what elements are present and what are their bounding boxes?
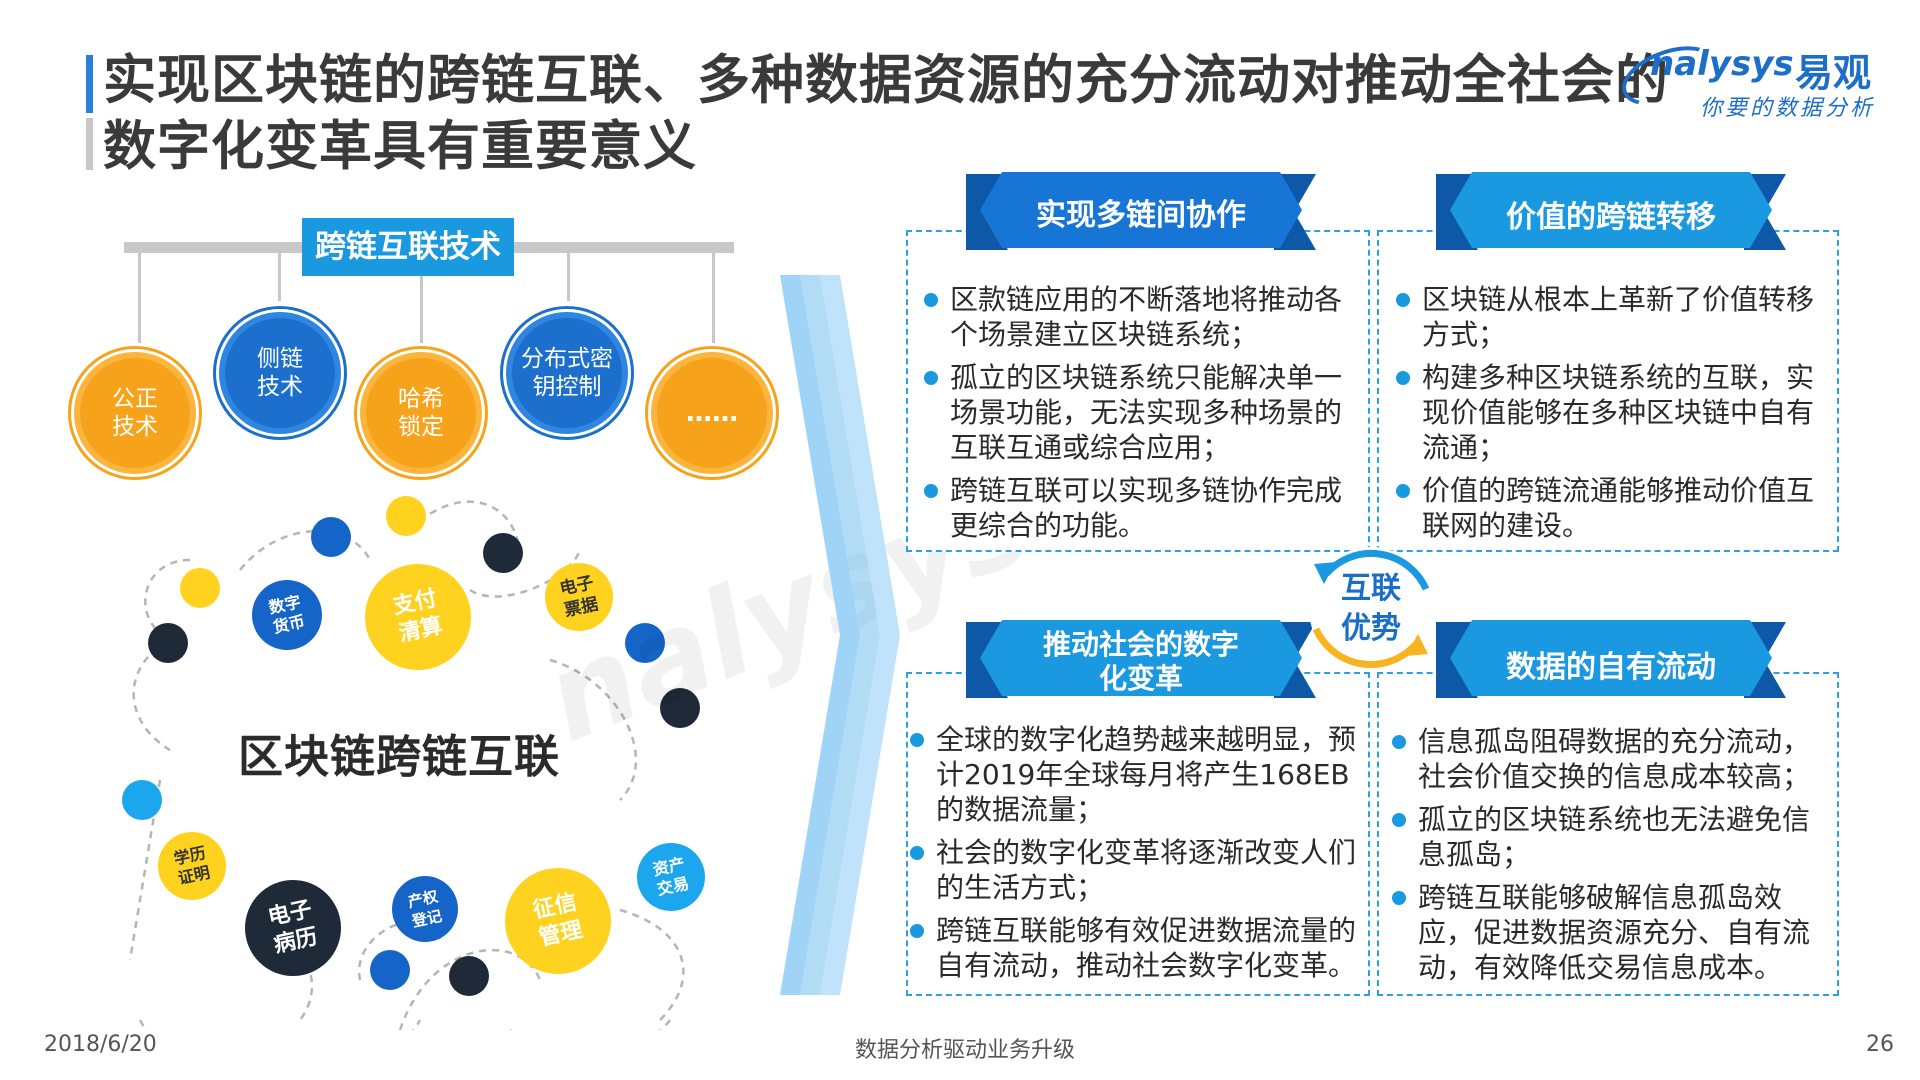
node-label: 支付清算: [390, 586, 445, 648]
node-label: 学历证明: [172, 843, 212, 888]
tech-badge-label: 分布式密钥控制: [521, 346, 613, 400]
panel-value-transfer: [1377, 230, 1839, 552]
node-label: 产权登记: [406, 887, 444, 931]
list-item: 跨链互联能够有效促进数据流量的自有流动，推动社会数字化变革。: [910, 913, 1360, 983]
tech-badge-hashlock: 哈希锁定: [366, 358, 476, 468]
panel-data-flow: [1377, 672, 1839, 996]
list-item: 孤立的区块链系统只能解决单一场景功能，无法实现多种场景的互联互通或综合应用；: [924, 360, 1350, 465]
list-item: 构建多种区块链系统的互联，实现价值能够在多种区块链中自有流通；: [1396, 360, 1820, 465]
ring-text-line: 优势: [1341, 611, 1401, 646]
interconnection-advantage-label: 互联 优势: [1321, 569, 1421, 649]
panel-list-value-transfer: 区块链从根本上革新了价值转移方式； 构建多种区块链系统的互联，实现价值能够在多种…: [1396, 282, 1820, 551]
network-node-dot: [449, 956, 489, 996]
cycle-arrows-icon: [1309, 547, 1433, 671]
page-title-line1: 实现区块链的跨链互联、多种数据资源的充分流动对推动全社会的: [103, 50, 1669, 111]
tech-badge-sidechain: 侧链技术: [225, 318, 335, 428]
node-label: 资产交易: [651, 854, 691, 899]
ribbon-shape: [1436, 172, 1786, 250]
logo-english: nalysys: [1650, 44, 1794, 84]
network-node-dot: [148, 623, 188, 663]
ribbon-shape: [1436, 620, 1786, 698]
panel-list-digital-transformation: 全球的数字化趋势越来越明显，预计2019年全球每月将产生168EB的数据流量； …: [910, 722, 1360, 991]
network-node-dot: [370, 950, 410, 990]
panel-title-line: 推动社会的数字: [1042, 628, 1239, 661]
title-accent-bar-lower: [86, 118, 93, 170]
list-item: 跨链互联可以实现多链协作完成更综合的功能。: [924, 473, 1350, 543]
network-node-dot: [660, 688, 700, 728]
list-item: 社会的数字化变革将逐渐改变人们的生活方式；: [910, 835, 1360, 905]
ribbon-shape: [966, 620, 1316, 698]
logo-chinese: 易观: [1795, 51, 1872, 95]
network-node-dot: [483, 533, 523, 573]
page-number: 26: [1866, 1032, 1894, 1057]
tech-badge-label: 公正技术: [112, 386, 158, 440]
panel-title-value-transfer: 价值的跨链转移: [1506, 200, 1716, 235]
list-item: 信息孤岛阻碍数据的充分流动，社会价值交换的信息成本较高；: [1392, 724, 1822, 794]
title-accent-bar: [86, 55, 93, 113]
panel-title-multichain: 实现多链间协作: [1036, 198, 1246, 233]
blockchain-cross-chain-label: 区块链跨链互联: [238, 730, 561, 783]
list-item: 全球的数字化趋势越来越明显，预计2019年全球每月将产生168EB的数据流量；: [910, 722, 1360, 827]
ring-text-line: 互联: [1341, 571, 1401, 606]
list-item: 区块链从根本上革新了价值转移方式；: [1396, 282, 1820, 352]
list-item: 跨链互联能够破解信息孤岛效应，促进数据资源充分、自有流动，有效降低交易信息成本。: [1392, 880, 1822, 985]
network-node-dot: [180, 568, 220, 608]
tech-badge-label: ……: [686, 398, 738, 428]
list-item: 价值的跨链流通能够推动价值互联网的建设。: [1396, 473, 1820, 543]
tech-badge-distributed-key: 分布式密钥控制: [512, 318, 622, 428]
list-item: 区款链应用的不断落地将推动各个场景建立区块链系统；: [924, 282, 1350, 352]
page-title: 实现区块链的跨链互联、多种数据资源的充分流动对推动全社会的 数字化变革具有重要意…: [103, 48, 1669, 180]
hang-line: [567, 253, 570, 301]
tech-badge-label: 哈希锁定: [398, 386, 444, 440]
hang-line: [138, 253, 141, 343]
hang-line: [712, 253, 715, 343]
network-node-dot: [311, 517, 351, 557]
hang-line: [278, 253, 281, 301]
panel-list-data-flow: 信息孤岛阻碍数据的充分流动，社会价值交换的信息成本较高； 孤立的区块链系统也无法…: [1392, 724, 1822, 993]
panel-list-multichain: 区款链应用的不断落地将推动各个场景建立区块链系统； 孤立的区块链系统只能解决单一…: [924, 282, 1350, 551]
analysys-logo: nalysys 易观 你要的数据分析: [1614, 34, 1880, 124]
panel-title-line: 化变革: [1098, 662, 1183, 695]
logo-slogan: 你要的数据分析: [1700, 96, 1876, 121]
page-title-line2: 数字化变革具有重要意义: [103, 116, 697, 177]
panel-title-digital-transformation: 推动社会的数字 化变革: [966, 628, 1316, 696]
panel-digital-transformation: [906, 672, 1370, 996]
network-node-dot: [386, 496, 426, 536]
cross-chain-tech-title: 跨链互联技术: [302, 218, 514, 276]
node-label: 征信管理: [530, 890, 585, 952]
footer-slogan: 数据分析驱动业务升级: [855, 1038, 1076, 1063]
tech-badge-notary: 公正技术: [80, 358, 190, 468]
node-label: 电子病历: [265, 897, 320, 959]
node-label: 数字货币: [267, 592, 307, 637]
footer-date: 2018/6/20: [44, 1032, 157, 1057]
tech-badge-label: 侧链技术: [257, 346, 303, 400]
network-node-dot: [122, 780, 162, 820]
tech-badge-more: ……: [657, 358, 767, 468]
flow-chevron-icon: [780, 275, 900, 995]
network-node-dot: [625, 623, 665, 663]
panel-title-data-flow: 数据的自有流动: [1506, 650, 1716, 685]
ribbon-shape: [966, 172, 1316, 250]
hang-line: [420, 253, 423, 343]
list-item: 孤立的区块链系统也无法避免信息孤岛；: [1392, 802, 1822, 872]
